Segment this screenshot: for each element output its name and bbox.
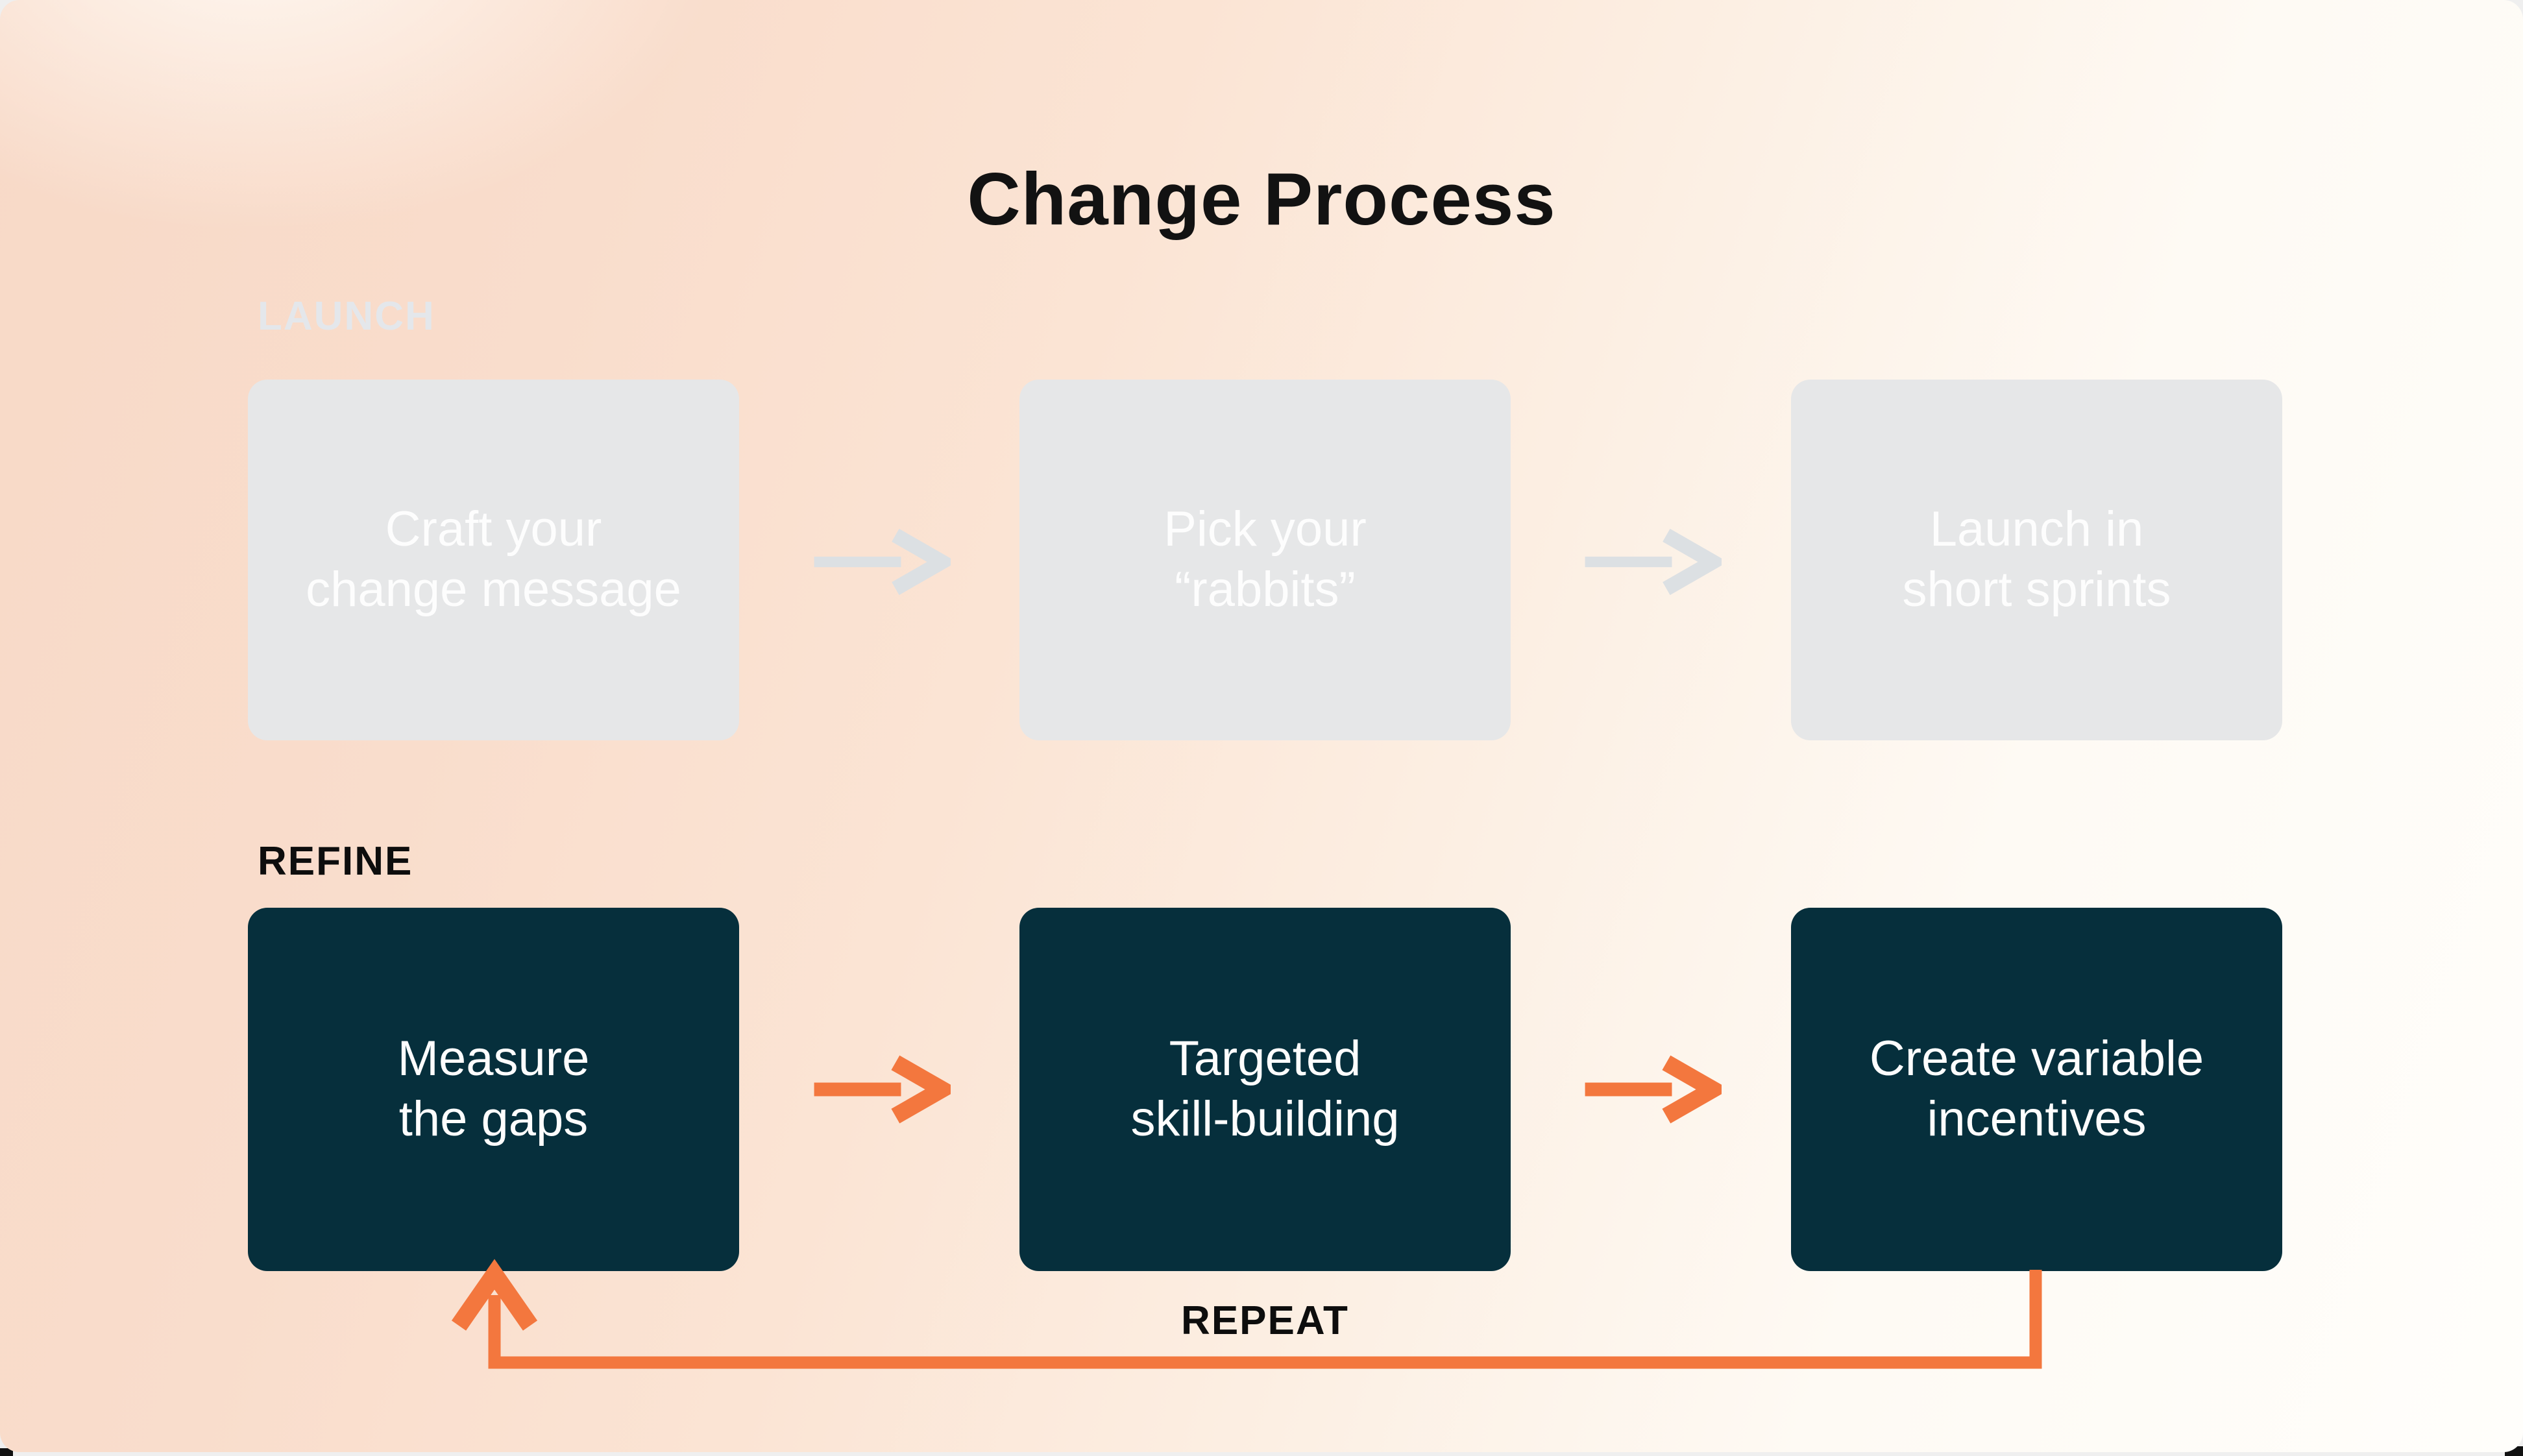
bottom-left-notch (0, 1448, 13, 1456)
step-text: Pick your “rabbits” (1164, 502, 1367, 617)
repeat-label: REPEAT (1181, 1298, 1349, 1343)
row-label-refine: REFINE (258, 839, 413, 884)
step-text: Measure the gaps (397, 1031, 590, 1147)
step-targeted-skill-building: Targeted skill-building (1019, 908, 1511, 1271)
step-craft-change-message: Craft your change message (248, 380, 739, 740)
right-arrow-icon (808, 1050, 951, 1128)
step-launch-short-sprints: Launch in short sprints (1791, 380, 2282, 740)
step-pick-your-rabbits: Pick your “rabbits” (1019, 380, 1511, 740)
step-create-variable-incentives: Create variable incentives (1791, 908, 2282, 1271)
step-text: Targeted skill-building (1130, 1031, 1400, 1147)
page-title: Change Process (967, 158, 1556, 241)
row-label-launch: LAUNCH (258, 294, 435, 339)
right-arrow-icon (1579, 523, 1722, 601)
right-arrow-icon (808, 523, 951, 601)
right-arrow-icon (1579, 1050, 1722, 1128)
step-measure-the-gaps: Measure the gaps (248, 908, 739, 1271)
step-text: Craft your change message (306, 502, 681, 617)
step-text: Create variable incentives (1869, 1031, 2204, 1147)
step-text: Launch in short sprints (1902, 502, 2171, 617)
